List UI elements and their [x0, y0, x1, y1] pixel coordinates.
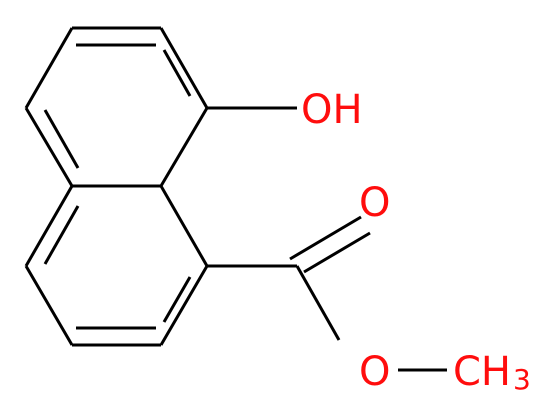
- bond: [159, 107, 209, 187]
- carbonyl-oxygen-label: O: [359, 180, 390, 226]
- bond: [159, 185, 209, 267]
- bond: [303, 231, 371, 274]
- bond: [159, 27, 209, 109]
- methyl-label: CH: [453, 349, 511, 395]
- bond: [43, 205, 80, 265]
- ester-oxygen-label: O: [359, 349, 390, 395]
- bond: [289, 215, 362, 261]
- atom-labels: OH O O CH 3: [301, 87, 531, 396]
- bond: [162, 49, 192, 97]
- bond: [295, 265, 341, 341]
- bond: [24, 107, 74, 187]
- bond: [162, 276, 192, 323]
- right-aromatic-ring: [72, 27, 209, 346]
- methyl-subscript: 3: [513, 363, 531, 396]
- hydroxyl-label: OH: [301, 87, 363, 133]
- bond: [24, 27, 74, 109]
- bond: [24, 265, 74, 346]
- left-aromatic-ring: [24, 26, 161, 347]
- bond: [43, 109, 80, 169]
- substituent-bonds: [207, 106, 447, 372]
- bond: [24, 185, 74, 267]
- bond: [159, 265, 209, 346]
